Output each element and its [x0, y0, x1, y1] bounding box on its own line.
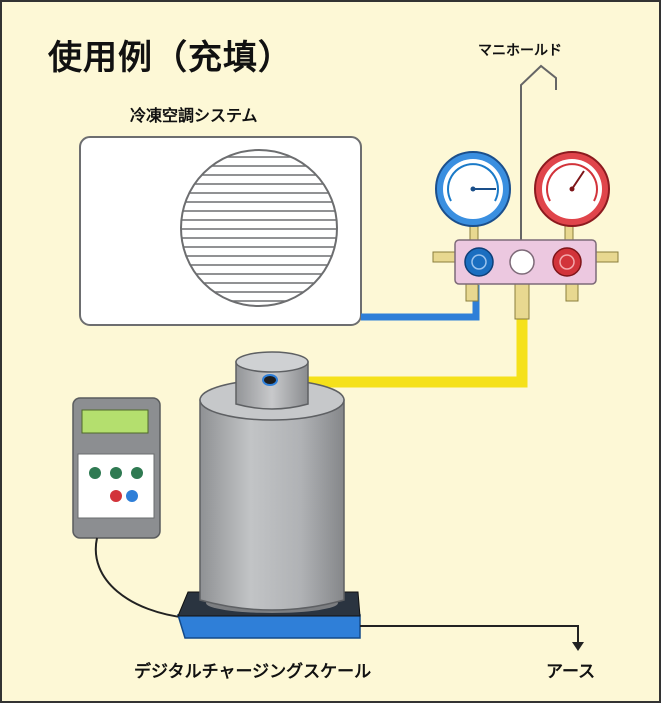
charge-hose: [286, 318, 528, 388]
manifold-gauge-set: [432, 64, 619, 320]
controller-button[interactable]: [89, 467, 101, 479]
refrigerant-cylinder: [199, 351, 345, 613]
manifold-label: マニホールド: [478, 43, 562, 59]
sight-glass: [509, 249, 535, 275]
fan-grille-icon: [180, 149, 338, 307]
scale-controller: [72, 397, 161, 539]
air-conditioning-unit: [79, 136, 362, 326]
suction-hose: [361, 285, 480, 321]
controller-cable: [94, 537, 189, 619]
high-pressure-gauge-icon: [534, 151, 610, 227]
ground-symbol-icon: [572, 642, 584, 651]
earth-label: アース: [546, 662, 596, 682]
low-pressure-gauge-icon: [435, 151, 511, 227]
manifold-hook: [520, 64, 557, 240]
low-side-valve-knob-icon[interactable]: [464, 247, 494, 277]
controller-display: [81, 409, 149, 434]
page-title: 使用例（充填）: [48, 38, 293, 78]
controller-button[interactable]: [131, 467, 143, 479]
cylinder-valve-port: [262, 374, 278, 386]
high-side-valve-knob-icon[interactable]: [552, 247, 582, 277]
controller-button[interactable]: [126, 490, 138, 502]
air-conditioning-system-label: 冷凍空調システム: [130, 106, 258, 125]
controller-button[interactable]: [110, 490, 122, 502]
earth-wire: [360, 625, 579, 643]
controller-keypad: [77, 453, 155, 519]
controller-button[interactable]: [110, 467, 122, 479]
digital-charging-scale-label: デジタルチャージングスケール: [134, 662, 372, 682]
